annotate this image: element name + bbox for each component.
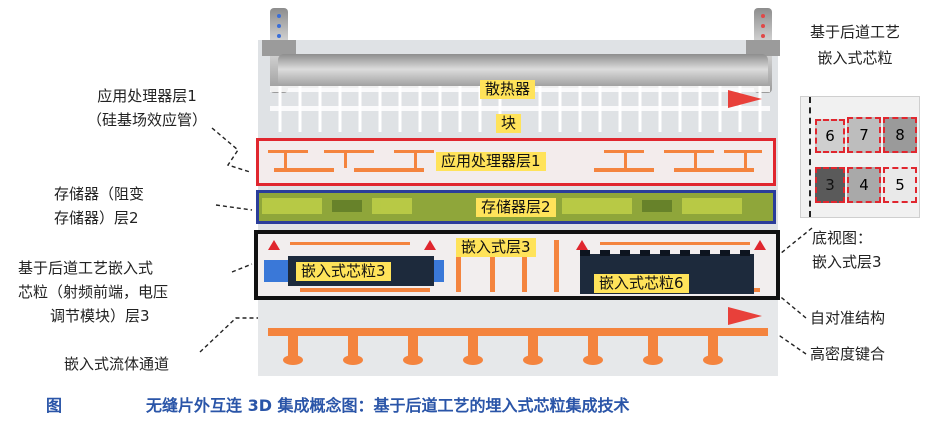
right-panel-title-line1: 基于后道工艺	[809, 23, 900, 41]
app-leader-line	[211, 127, 251, 173]
embedded-leader-line	[231, 263, 253, 273]
panel-cell-6: 6	[815, 119, 845, 153]
panel-cell-5: 5	[883, 167, 917, 203]
app-layer-label-line2: （硅基场效应管）	[86, 111, 207, 129]
block-label: 块	[496, 114, 522, 133]
bonding-leader-line	[755, 329, 807, 355]
left-pipe-flange	[262, 40, 296, 56]
memory-layer-label-line1: 存储器（阻变	[54, 185, 145, 203]
heatsink-label: 散热器	[480, 80, 536, 99]
chiplet-3-label: 嵌入式芯粒3	[296, 262, 391, 281]
chip-stack-diagram: 散热器 块 应用处理器层1 存储器层2	[248, 0, 788, 380]
bottom-view-caption: 底视图： 嵌入式层3	[812, 228, 922, 272]
right-pipe-flange	[746, 40, 780, 56]
panel-cell-7: 7	[847, 117, 881, 153]
embedded-layer-label-center: 嵌入式层3	[456, 238, 536, 257]
embedded-layer-label: 基于后道工艺嵌入式 芯粒（射频前端，电压 调节模块）层3	[18, 258, 228, 326]
embedded-layer-label-line3: 调节模块）层3	[50, 307, 150, 325]
right-panel-title-line2: 嵌入式芯粒	[817, 49, 893, 67]
embedded-layer-label-line1: 基于后道工艺嵌入式	[18, 259, 154, 277]
right-pipe-dots	[761, 14, 765, 38]
fluid-leader-line	[199, 317, 268, 353]
memory-layer-label-line2: 存储器）层2	[54, 209, 139, 227]
panel-cell-4: 4	[847, 167, 881, 203]
bottom-view-panel: 6 7 8 3 4 5	[800, 96, 920, 218]
app-layer-label: 应用处理器层1 （硅基场效应管）	[62, 86, 232, 130]
app-layer-label-line1: 应用处理器层1	[97, 87, 197, 105]
bottom-view-caption-line1: 底视图：	[812, 229, 873, 247]
memory-layer-label-center: 存储器层2	[476, 198, 556, 217]
figure-caption-text: 无缝片外互连 3D 集成概念图：基于后道工艺的埋入式芯粒集成技术	[146, 396, 630, 415]
left-pipe-dots	[277, 14, 281, 38]
fluid-channel-label: 嵌入式流体通道	[64, 355, 170, 373]
chiplet-3-side-block	[264, 260, 288, 282]
hd-bonding-label: 高密度键合	[810, 345, 886, 363]
fluid-channel-layer	[258, 300, 778, 376]
embedded-layer-label-line2: 芯粒（射频前端，电压	[18, 283, 169, 301]
self-align-leader-line	[759, 289, 807, 319]
figure-caption: 图 无缝片外互连 3D 集成概念图：基于后道工艺的埋入式芯粒集成技术	[0, 388, 929, 418]
chiplet-6-label: 嵌入式芯粒6	[594, 274, 689, 293]
panel-cell-3: 3	[815, 167, 845, 203]
panel-dashed-divider	[809, 97, 811, 217]
memory-layer-texture	[262, 198, 742, 214]
memory-layer-label: 存储器（阻变 存储器）层2	[54, 184, 214, 228]
memory-leader-line	[215, 204, 253, 211]
bottom-view-caption-line2: 嵌入式层3	[812, 253, 882, 271]
self-align-label: 自对准结构	[810, 309, 886, 327]
right-panel-title: 基于后道工艺 嵌入式芯粒	[790, 22, 920, 68]
app-layer-label-center: 应用处理器层1	[436, 152, 546, 171]
panel-cell-8: 8	[883, 117, 917, 153]
figure-word: 图	[46, 396, 63, 415]
app-layer-interconnects	[268, 150, 762, 172]
